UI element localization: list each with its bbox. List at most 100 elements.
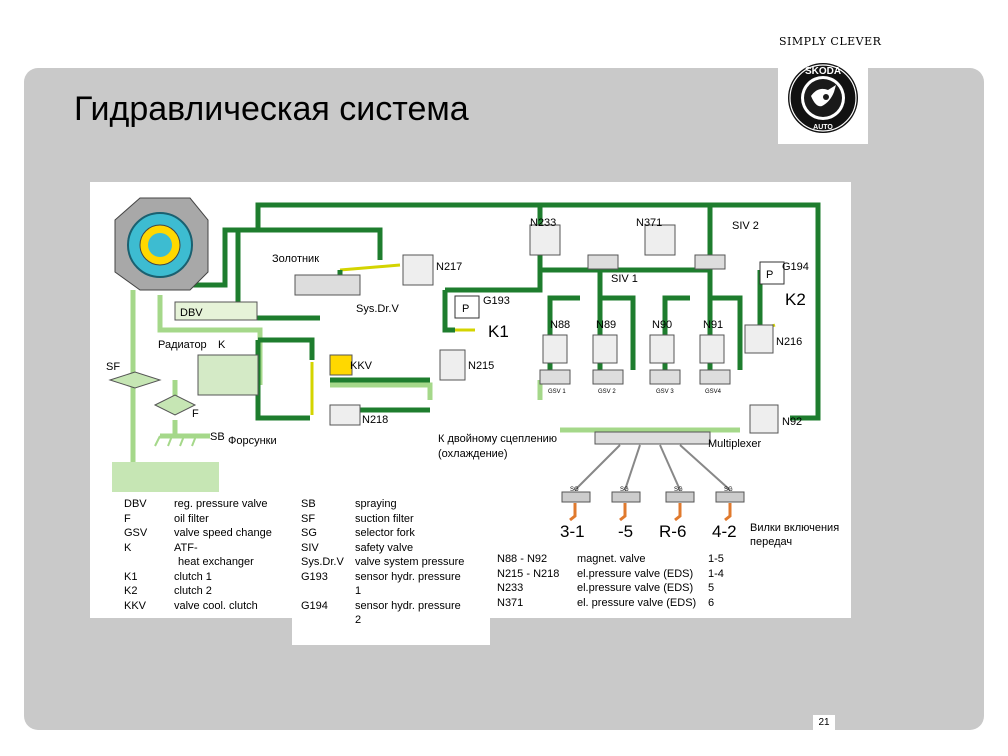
label-forks-1: Вилки включения: [750, 522, 839, 534]
skoda-logo: ŠKODA AUTO: [778, 52, 868, 144]
label-cooling-2: (охлаждение): [438, 448, 508, 460]
n89-solenoid: [592, 334, 618, 364]
legend-desc: oil filter: [174, 512, 209, 525]
label-n371: N371: [636, 217, 662, 229]
legend-abbr: KKV: [124, 599, 147, 612]
label-k1: K1: [488, 322, 509, 341]
legend-col1-desc: reg. pressure valve oil filter valve spe…: [174, 497, 272, 613]
label-f: F: [192, 408, 199, 420]
label-sysdrv: Sys.Dr.V: [356, 303, 399, 315]
label-kkv: KKV: [350, 360, 373, 372]
g193-sensor: [454, 295, 480, 319]
legend-desc: reg. pressure valve: [174, 498, 268, 510]
legend-abbr: N371: [497, 596, 524, 609]
gear-label-2: -5: [618, 522, 633, 541]
n218-solenoid: [329, 404, 361, 426]
legend-abbr: [124, 555, 147, 570]
selector-fork-4: [715, 491, 745, 503]
legend-desc: valve cool. clutch: [174, 599, 258, 612]
label-forsunki: Форсунки: [228, 435, 277, 447]
spray-nozzles: [154, 435, 197, 447]
brand-slogan: SIMPLY CLEVER: [779, 35, 882, 48]
legend-abbr: DBV: [124, 498, 147, 510]
label-n88: N88: [550, 319, 570, 331]
legend-desc: clutch 1: [174, 570, 212, 583]
label-p-g193: P: [462, 303, 469, 315]
page-number: 21: [813, 715, 835, 731]
legend-abbr: K: [124, 541, 132, 554]
gsv3-valve: [649, 369, 681, 385]
siv2-valve: [694, 254, 726, 270]
logo-auto-text: AUTO: [813, 124, 833, 131]
label-n217: N217: [436, 261, 462, 273]
g194-sensor: [759, 261, 785, 285]
legend-desc: suction filter: [355, 512, 414, 525]
label-g193: G193: [483, 295, 510, 307]
legend-abbr: G194: [301, 599, 328, 612]
logo-text: ŠKODA: [805, 64, 841, 77]
spool-valve: [294, 274, 361, 296]
legend-desc: valve system pressure: [355, 556, 465, 568]
legend-desc: el. pressure valve (EDS): [577, 596, 697, 609]
n215-solenoid: [439, 349, 466, 381]
gear-label-4: 4-2: [712, 522, 737, 541]
suction-filter: [108, 371, 162, 389]
legend-col3-num: 1-5 1-4 5 6: [708, 552, 724, 610]
label-n91: N91: [703, 319, 723, 331]
legend-desc: sensor hydr. pressure: [355, 570, 461, 583]
n371-solenoid: [644, 224, 676, 256]
label-cooling-1: К двойному сцеплению: [438, 433, 557, 445]
label-sg-2: SG: [620, 487, 629, 493]
legend-desc: ATF-: [174, 541, 198, 554]
legend-abbr: GSV: [124, 527, 148, 539]
legend-abbr: SF: [301, 512, 316, 525]
legend-desc: el.pressure valve (EDS): [577, 567, 694, 580]
legend-abbr: [301, 584, 344, 599]
legend-desc: valve speed change: [174, 527, 272, 539]
label-siv1: SIV 1: [611, 273, 638, 285]
label-n215: N215: [468, 360, 494, 372]
gsv1-valve: [539, 369, 571, 385]
legend-desc: 2: [355, 614, 362, 626]
n88-solenoid: [542, 334, 568, 364]
legend-abbr: K1: [124, 570, 138, 583]
legend-desc: spraying: [355, 498, 397, 510]
label-p-g194: P: [766, 269, 773, 281]
legend-num: 1-5: [708, 553, 724, 565]
legend-extension: [292, 617, 490, 645]
n217-solenoid: [402, 254, 434, 286]
oil-filter: [153, 394, 197, 416]
n216-solenoid: [744, 324, 774, 354]
legend-desc: magnet. valve: [577, 553, 646, 565]
gear-label-3: R-6: [659, 522, 686, 541]
legend-num: 1-4: [708, 567, 724, 580]
n91-solenoid: [699, 334, 725, 364]
label-n233: N233: [530, 217, 556, 229]
label-sg-1: SG: [570, 487, 579, 493]
fork-tip-2: [619, 503, 627, 522]
n233-solenoid: [529, 224, 561, 256]
selector-fork-3: [665, 491, 695, 503]
label-gsv3: GSV 3: [656, 389, 674, 395]
label-n216: N216: [776, 336, 802, 348]
legend-col3-abbr: N88 - N92 N215 - N218 N233 N371: [497, 552, 559, 610]
selector-fork-2: [611, 491, 641, 503]
siv1-valve: [587, 254, 619, 270]
label-gsv4: GSV4: [705, 389, 722, 395]
legend-desc: heat exchanger: [178, 556, 254, 568]
dbv-valve: [174, 301, 258, 321]
fork-tip-4: [724, 503, 732, 522]
label-multiplexer: Multiplexer: [708, 438, 762, 450]
legend-col1-abbr: DBV F GSV K K1 K2 KKV: [124, 497, 147, 613]
label-n92: N92: [782, 416, 802, 428]
oil-sump: [112, 462, 219, 492]
legend-abbr: N88 - N92: [497, 553, 548, 565]
label-sf: SF: [106, 361, 120, 373]
legend-desc: el.pressure valve (EDS): [577, 582, 694, 594]
legend-desc: clutch 2: [174, 585, 212, 597]
gear-label-1: 3-1: [560, 522, 585, 541]
label-zolotnik: Золотник: [272, 253, 319, 265]
legend-abbr: SB: [301, 498, 316, 510]
fork-tip-1: [569, 503, 577, 522]
